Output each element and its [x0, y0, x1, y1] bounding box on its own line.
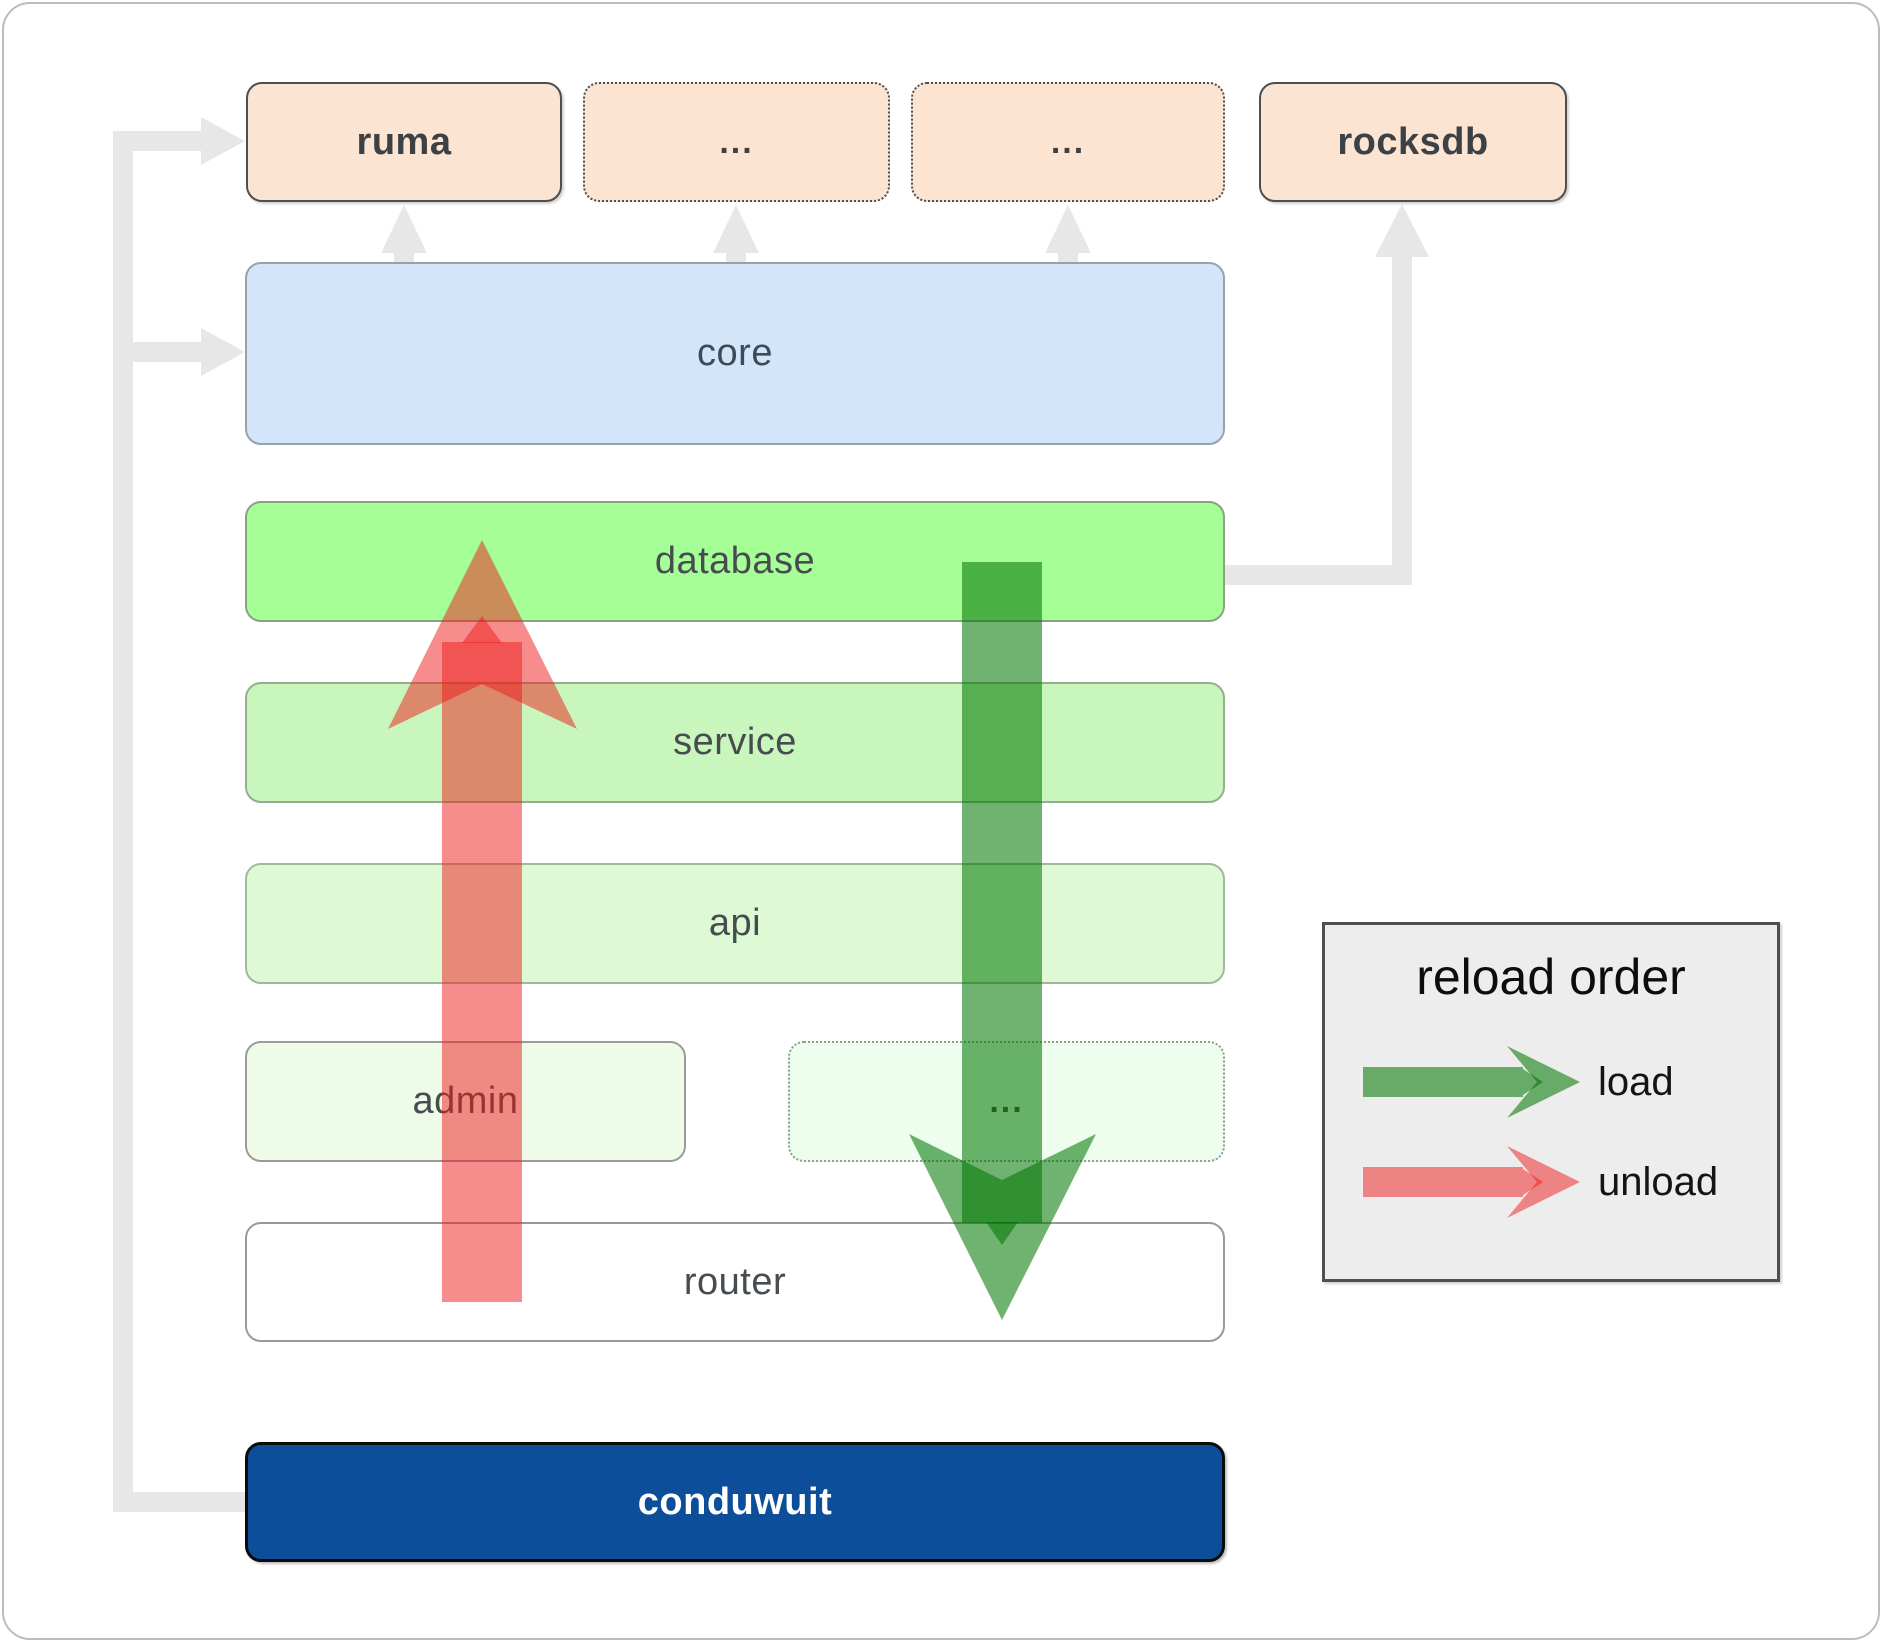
- arrowhead-core-ext1-icon: [713, 205, 759, 253]
- box-ext-crate-1: ...: [583, 82, 890, 202]
- box-database: database: [245, 501, 1225, 622]
- box-ext-service: ...: [788, 1041, 1225, 1162]
- legend-label-unload: unload: [1598, 1160, 1719, 1204]
- connector-conduwuit-to-ruma: [113, 131, 246, 1512]
- arrowhead-core-ruma-icon: [381, 205, 427, 253]
- connector-database-to-rocksdb: [1225, 256, 1412, 585]
- box-admin: admin: [245, 1041, 686, 1162]
- box-ruma: ruma: [246, 82, 562, 202]
- arrowhead-to-ruma-icon: [201, 117, 245, 165]
- arrowhead-to-core-icon: [201, 328, 245, 376]
- arrowhead-to-rocksdb-icon: [1375, 204, 1429, 257]
- box-api: api: [245, 863, 1225, 984]
- box-rocksdb: rocksdb: [1259, 82, 1567, 202]
- box-core: core: [245, 262, 1225, 445]
- box-router: router: [245, 1222, 1225, 1342]
- legend-label-load: load: [1598, 1060, 1674, 1104]
- legend-title: reload order: [1416, 949, 1686, 1005]
- box-service: service: [245, 682, 1225, 803]
- arrowhead-core-ext2-icon: [1045, 205, 1091, 253]
- box-ext-crate-2: ...: [911, 82, 1225, 202]
- box-conduwuit: conduwuit: [245, 1442, 1225, 1562]
